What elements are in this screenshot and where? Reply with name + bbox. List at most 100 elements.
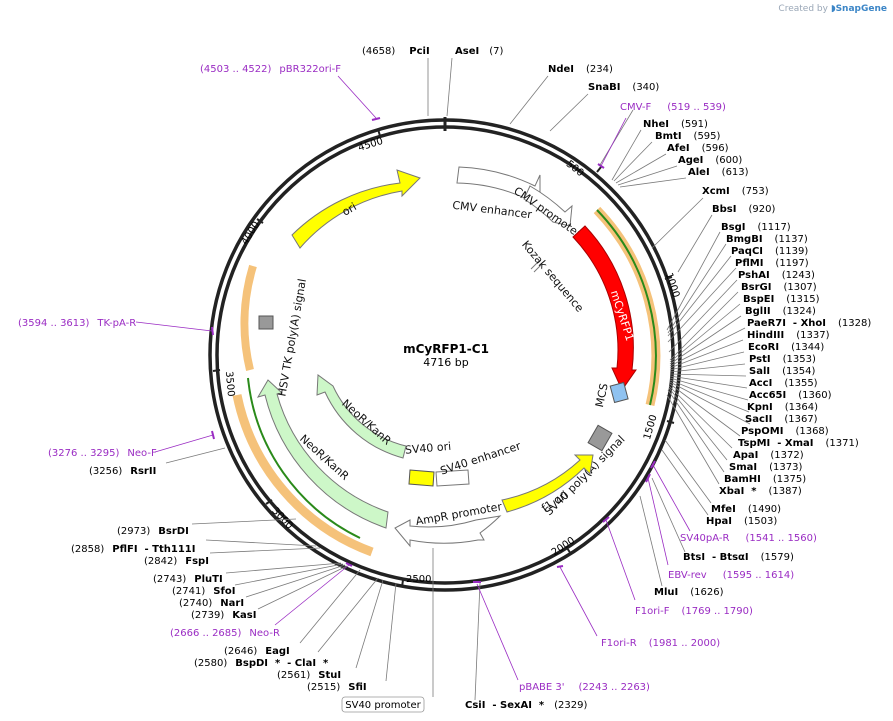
site-eagi: (2646)EagI [224, 646, 290, 657]
mcyrfp1-orf-inner [596, 209, 657, 406]
primer-tk-pa-r: (3594 .. 3613)TK-pA-R [18, 318, 136, 329]
primers: (4503 .. 4522)pBR322ori-F CMV-F(519 .. 5… [18, 64, 817, 693]
site-snabi: SnaBI(340) [588, 82, 659, 93]
primer-pbr322ori-f: (4503 .. 4522)pBR322ori-F [200, 64, 341, 75]
site-rsrii: (3256)RsrII [89, 466, 156, 477]
label-mcs: MCS [593, 382, 611, 408]
primer-f1ori-f: F1ori-F(1769 .. 1790) [635, 606, 753, 617]
amp-orf-arc [240, 264, 257, 371]
site-sfoi: (2741)SfoI [172, 586, 235, 597]
brand-prefix: Created by [778, 4, 828, 14]
site-pshai: PshAI(1243) [738, 270, 815, 281]
feature-neor-outer [256, 379, 389, 529]
site-acc65i: Acc65I(1360) [749, 390, 832, 401]
feature-cmv-promoter [523, 185, 573, 227]
label-sv40-promoter: SV40 promoter [345, 700, 421, 711]
site-pcii: (4658)PciI [362, 46, 430, 57]
feature-hsv-tk-polya [258, 315, 274, 330]
primer-leaders [135, 75, 691, 681]
site-stui: (2561)StuI [277, 670, 341, 681]
feature-mcyrfp1 [572, 225, 637, 392]
site-paqci: PaqCI(1139) [731, 246, 808, 257]
snapgene-logo-icon: ◗ [830, 4, 836, 14]
site-bglii: BglII(1324) [745, 306, 816, 317]
site-mlui: MluI(1626) [654, 587, 724, 598]
label-kozak: Kozak sequence [519, 238, 586, 315]
label-ori: ori [340, 200, 359, 218]
site-pflmi: PflMI(1197) [735, 258, 809, 269]
site-btsi: BtsI - BtsαI(1579) [683, 552, 794, 563]
site-sfii: (2515)SfiI [307, 682, 367, 693]
neor-orf-inner [247, 377, 361, 539]
site-bspdi-clai: (2580)BspDI * - ClaI * [194, 658, 329, 669]
svg-text:4500: 4500 [357, 136, 385, 154]
label-sv40-enhancer: SV40 enhancer [439, 439, 523, 477]
feature-ampr-promoter [394, 515, 502, 548]
tick-2000: 2000 [550, 535, 577, 558]
site-ecori: EcoRI(1344) [748, 342, 824, 353]
site-psti: PstI(1353) [749, 354, 816, 365]
site-bbsi: BbsI(920) [712, 204, 775, 215]
primer-neo-f: (3276 .. 3295)Neo-F [48, 448, 157, 459]
feature-mcs [609, 381, 629, 404]
label-hsv-tk-polya: HSV TK poly(A) signal [275, 278, 308, 398]
label-sv40-ori: SV40 ori [404, 440, 451, 457]
sv40-promoter-callout: SV40 promoter [341, 548, 434, 713]
site-pluti: (2743)PluTI [153, 574, 223, 585]
feature-ori [291, 169, 421, 249]
site-csii-sexai: CsiI - SexAI *(2329) [465, 700, 587, 711]
tick-3500: 3500 [212, 369, 236, 397]
site-hpai: HpaI(1503) [706, 516, 777, 527]
svg-text:2500: 2500 [406, 574, 431, 585]
primer-ebv-rev: EBV-rev(1595 .. 1614) [668, 570, 794, 581]
site-fspi: (2842)FspI [144, 556, 209, 567]
plasmid-size: 4716 bp [423, 356, 468, 369]
brand-name: SnapGene [835, 4, 887, 14]
site-bsrdi: (2973)BsrDI [117, 526, 189, 537]
site-bsgi: BsgI(1117) [721, 222, 791, 233]
site-kasi: (2739)KasI [191, 610, 256, 621]
label-mcyrfp1: mCyRFP1 [608, 289, 637, 343]
site-asei: AseI(7) [455, 46, 503, 57]
site-kpni: KpnI(1364) [747, 402, 818, 413]
site-bmgbi: BmgBI(1137) [726, 234, 808, 245]
restriction-sites: (4658)PciI AseI(7) NdeI(234) SnaBI(340) … [71, 46, 871, 711]
backbone [208, 117, 682, 592]
feature-f1-ori [501, 454, 594, 513]
primer-f1ori-r: F1ori-R(1981 .. 2000) [601, 638, 720, 649]
site-ndei: NdeI(234) [548, 64, 613, 75]
feature-sv40-enhancer [435, 469, 470, 487]
site-alei: AleI(613) [688, 167, 749, 178]
site-acci: AccI(1355) [749, 378, 818, 389]
primer-neo-r: (2666 .. 2685)Neo-R [170, 628, 280, 639]
primer-sv40pa-r: SV40pA-R(1541 .. 1560) [680, 533, 817, 544]
site-pflfi-tth111i: (2858)PflFI - Tth111I [71, 544, 195, 555]
leader-lines [165, 57, 751, 701]
feature-kozak [530, 260, 540, 270]
site-sacii: SacII(1367) [745, 414, 818, 425]
primer-pbabe-3: pBABE 3'(2243 .. 2263) [519, 682, 650, 693]
feature-sv40-ori [408, 469, 435, 487]
svg-text:3500: 3500 [223, 371, 236, 397]
site-apai: ApaI(1372) [733, 450, 804, 461]
site-pspomi: PspOMI(1368) [741, 426, 829, 437]
site-sali: SalI(1354) [749, 366, 815, 377]
site-nari: (2740)NarI [179, 598, 244, 609]
site-mfei: MfeI(1490) [711, 504, 781, 515]
svg-text:3000: 3000 [269, 506, 294, 532]
label-cmv-enhancer: CMV enhancer [452, 199, 533, 222]
feature-sv40-polya [587, 424, 613, 452]
site-smai: SmaI(1373) [729, 462, 802, 473]
site-agei: AgeI(600) [678, 155, 742, 166]
snapgene-watermark: Created by ◗SnapGene [778, 4, 887, 14]
feature-neor-inner [316, 374, 407, 459]
site-afei: AfeI(596) [667, 143, 729, 154]
site-bmti: BmtI(595) [655, 131, 721, 142]
svg-text:500: 500 [564, 159, 586, 179]
plasmid-name: mCyRFP1-C1 [403, 342, 489, 356]
neor-orf-arc [232, 394, 374, 557]
site-bspei: BspEI(1315) [743, 294, 820, 305]
site-bsrgi: BsrGI(1307) [741, 282, 817, 293]
site-nhei: NheI(591) [643, 119, 708, 130]
site-xbai: XbaI *(1387) [719, 486, 802, 497]
